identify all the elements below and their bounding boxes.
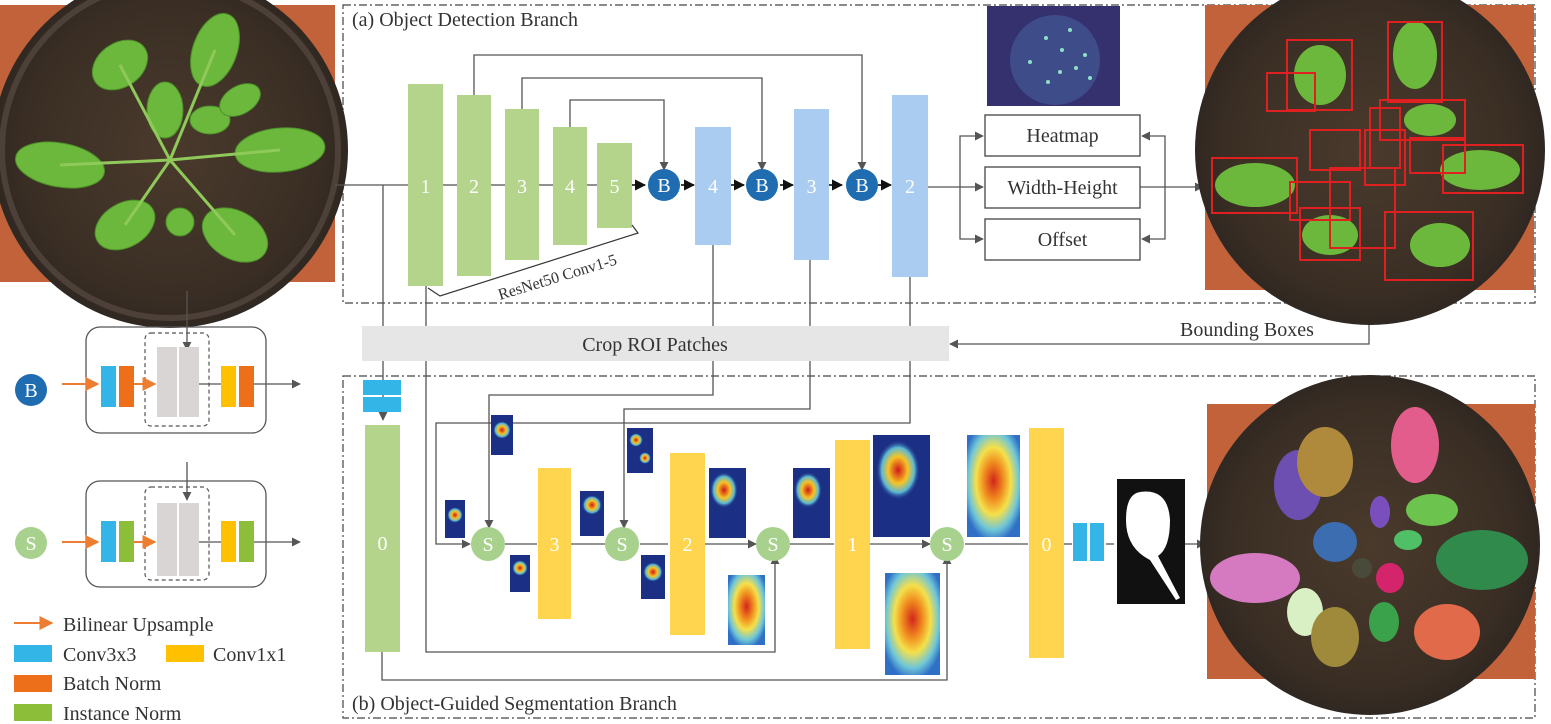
seg-node-s-4: S — [930, 527, 964, 561]
legend-batch-norm: Batch Norm — [14, 673, 162, 695]
svg-text:0: 0 — [378, 533, 388, 555]
segmentation-output-image — [1200, 375, 1540, 715]
svg-text:2: 2 — [683, 534, 693, 556]
segmentation-branch-title: (b) Object-Guided Segmentation Branch — [352, 693, 677, 715]
svg-text:2: 2 — [905, 176, 915, 198]
encoder-bracket — [427, 224, 639, 297]
seg-node-s-2: S — [605, 527, 639, 561]
detection-output-image — [1195, 0, 1545, 325]
legend-instance-norm: Instance Norm — [14, 703, 182, 724]
svg-text:S: S — [941, 534, 952, 556]
svg-text:B: B — [24, 380, 37, 402]
svg-text:Bilinear Upsample: Bilinear Upsample — [63, 614, 214, 636]
svg-text:Instance Norm: Instance Norm — [63, 703, 182, 724]
seg-node-s-3: S — [756, 527, 790, 561]
svg-text:Conv3x3: Conv3x3 — [63, 644, 136, 666]
feature-map-patches — [445, 415, 1020, 675]
head-offset: Offset — [984, 218, 1141, 261]
seg-block-2: 2 — [670, 453, 705, 635]
legend-conv3x3: Conv3x3 — [14, 644, 136, 666]
svg-text:1: 1 — [421, 176, 431, 198]
svg-text:0: 0 — [1042, 534, 1052, 556]
svg-text:1: 1 — [848, 534, 858, 556]
svg-text:B: B — [657, 175, 670, 197]
svg-text:Offset: Offset — [1038, 229, 1088, 251]
svg-text:3: 3 — [550, 534, 560, 556]
svg-text:2: 2 — [469, 176, 479, 198]
seg-conv3x3-pair-output — [1073, 523, 1104, 561]
legend-b-module: B — [15, 326, 301, 434]
legend-bilinear-upsample: Bilinear Upsample — [14, 614, 214, 636]
decoder-node-b-2: B — [746, 169, 778, 201]
svg-text:S: S — [482, 534, 493, 556]
svg-text:4: 4 — [708, 176, 718, 198]
seg-block-0-left: 0 — [365, 425, 400, 652]
svg-text:Batch Norm: Batch Norm — [63, 673, 162, 695]
svg-text:Crop ROI Patches: Crop ROI Patches — [582, 334, 728, 356]
svg-text:Width-Height: Width-Height — [1007, 177, 1118, 199]
seg-block-0-right: 0 — [1029, 428, 1064, 658]
svg-text:5: 5 — [610, 176, 620, 198]
svg-text:4: 4 — [565, 176, 575, 198]
svg-text:3: 3 — [517, 176, 527, 198]
svg-text:Heatmap: Heatmap — [1026, 125, 1098, 147]
crop-roi-bar: Crop ROI Patches — [362, 326, 949, 361]
svg-text:3: 3 — [807, 176, 817, 198]
head-heatmap: Heatmap — [984, 114, 1141, 157]
detection-branch-title: (a) Object Detection Branch — [352, 9, 578, 31]
svg-text:S: S — [25, 533, 36, 555]
encoder-block-4: 4 — [553, 127, 587, 245]
decoder-block-4: 4 — [695, 127, 731, 245]
input-plant-image — [0, 0, 348, 328]
svg-text:S: S — [616, 534, 627, 556]
svg-text:Conv1x1: Conv1x1 — [213, 644, 286, 666]
encoder-block-2: 2 — [457, 95, 491, 276]
bounding-boxes-label: Bounding Boxes — [1180, 319, 1314, 341]
decoder-node-b-3: B — [846, 169, 878, 201]
encoder-block-1: 1 — [408, 84, 443, 286]
encoder-block-3: 3 — [505, 109, 539, 260]
seg-conv3x3-pair-input — [363, 380, 401, 412]
seg-block-3: 3 — [538, 468, 571, 619]
svg-text:B: B — [855, 175, 868, 197]
head-width-height: Width-Height — [984, 166, 1141, 209]
heatmap-preview — [987, 6, 1120, 106]
svg-text:B: B — [755, 175, 768, 197]
legend-s-module: S — [15, 480, 301, 588]
decoder-block-3: 3 — [794, 109, 829, 260]
seg-block-1: 1 — [835, 440, 870, 649]
svg-text:S: S — [767, 534, 778, 556]
decoder-block-2: 2 — [892, 95, 928, 277]
seg-node-s-1: S — [471, 527, 505, 561]
decoder-node-b-1: B — [648, 169, 680, 201]
encoder-block-5: 5 — [597, 143, 632, 228]
legend-conv1x1: Conv1x1 — [166, 644, 286, 666]
segmentation-mask — [1117, 479, 1185, 604]
